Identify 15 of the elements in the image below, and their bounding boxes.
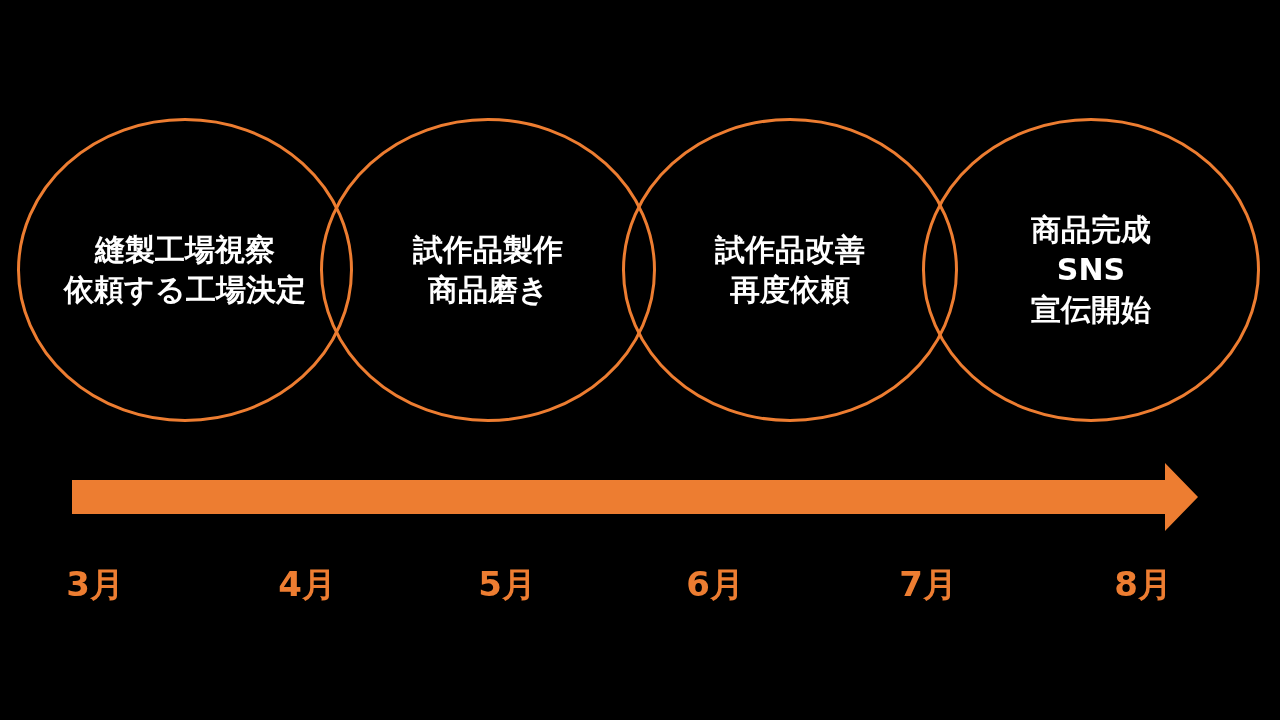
month-label: 3月	[66, 563, 124, 606]
phase-text: 宣伝開始	[1031, 291, 1151, 329]
month-label: 7月	[899, 563, 957, 606]
phase-text: 再度依頼	[730, 271, 850, 309]
phase-text: 試作品改善	[715, 231, 865, 269]
phase-text: 商品完成	[1031, 211, 1151, 249]
month-label: 6月	[686, 563, 744, 606]
phase-text: 縫製工場視察	[95, 231, 275, 269]
month-label: 4月	[278, 563, 336, 606]
month-label: 8月	[1114, 563, 1172, 606]
month-label: 5月	[478, 563, 536, 606]
phase-text: 商品磨き	[427, 271, 549, 309]
phase-text: 依頼する工場決定	[64, 271, 306, 309]
phase-text: SNS	[1056, 251, 1126, 289]
phase-text: 試作品製作	[413, 231, 563, 269]
